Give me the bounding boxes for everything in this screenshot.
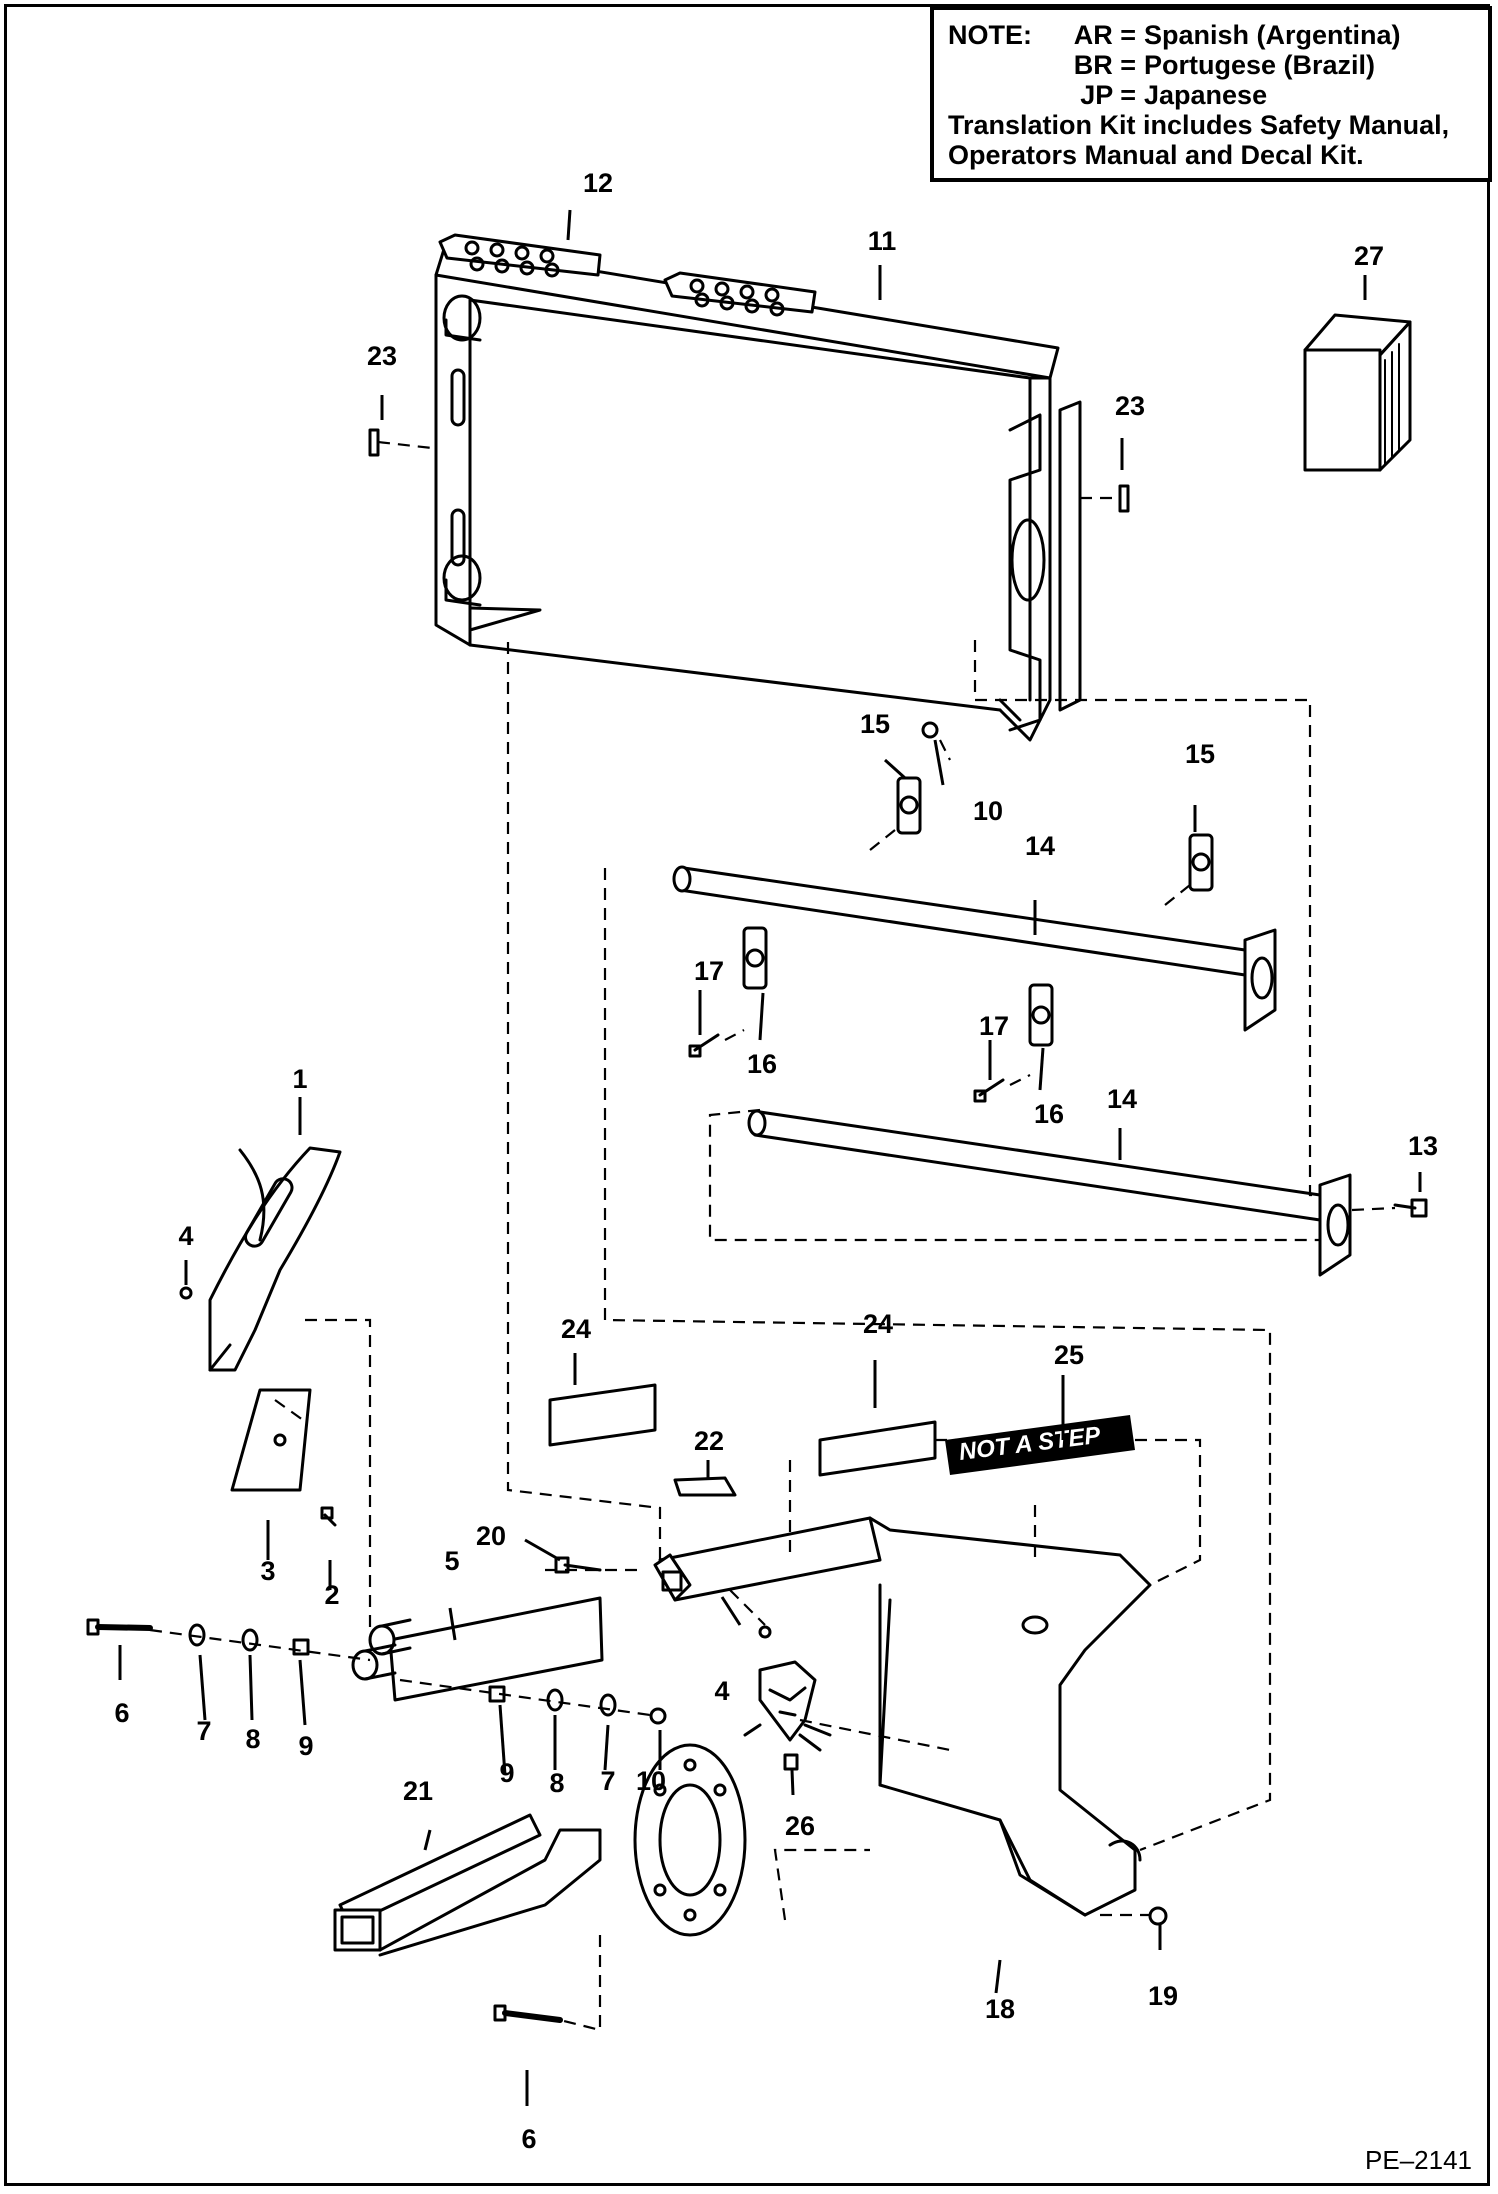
callout-14-lower: 14 [1107, 1084, 1137, 1114]
callout-7-right: 7 [600, 1766, 615, 1796]
guide-part-1 [208, 1146, 342, 1372]
shaft-part-14 [672, 865, 1352, 1277]
callout-1: 1 [292, 1064, 307, 1094]
note-code-value: Spanish (Argentina) [1144, 20, 1401, 50]
callout-14-upper: 14 [1025, 831, 1055, 861]
callout-10-top: 10 [973, 796, 1003, 826]
callout-23-left: 23 [367, 341, 397, 371]
callout-8-right: 8 [549, 1768, 564, 1798]
callout-3: 3 [260, 1556, 275, 1586]
callout-6-bottom: 6 [521, 2124, 536, 2154]
callout-21: 21 [403, 1776, 433, 1806]
note-line-2: Operators Manual and Decal Kit. [948, 140, 1364, 170]
callout-13: 13 [1408, 1131, 1438, 1161]
spacer-part-8-left [241, 1628, 259, 1652]
platform-part-18 [653, 1516, 1152, 1917]
callout-18: 18 [985, 1994, 1015, 2024]
logo-decal-part-26 [743, 1660, 832, 1771]
nut-part-19 [1148, 1906, 1168, 1926]
note-code-key: BR = [1073, 50, 1136, 80]
callout-17-right: 17 [979, 1011, 1009, 1041]
callout-23-right: 23 [1115, 391, 1145, 421]
bolt-part-13 [1393, 1198, 1428, 1218]
callout-27: 27 [1354, 241, 1384, 271]
callout-15-right: 15 [1185, 739, 1215, 769]
callout-16-right: 16 [1034, 1099, 1064, 1129]
callout-4-lower: 4 [714, 1676, 729, 1706]
plate-part-12 [438, 233, 817, 317]
bolt-part-2 [320, 1506, 337, 1527]
note-box: NOTE: AR = Spanish (Argentina) BR = Port… [930, 6, 1492, 182]
callout-25: 25 [1054, 1340, 1084, 1370]
callout-8-left: 8 [245, 1724, 260, 1754]
callout-24-left: 24 [561, 1314, 591, 1344]
translation-kit-part-27 [1303, 313, 1412, 472]
callout-leader-ticks [118, 209, 1422, 2106]
callout-9-left: 9 [298, 1731, 313, 1761]
callout-6-left: 6 [114, 1698, 129, 1728]
nut-part-4-lower [758, 1625, 772, 1639]
callout-16-left: 16 [747, 1049, 777, 1079]
decal-part-23-right [1118, 484, 1130, 513]
decal-part-24-blank [548, 1383, 657, 1447]
pivot-bolt-part-6-left [86, 1618, 153, 1636]
callout-labels: 1 2 3 4 4 5 6 6 7 7 8 8 9 9 10 10 11 12 … [114, 168, 1438, 2154]
callout-17-left: 17 [694, 956, 724, 986]
callout-5: 5 [444, 1546, 459, 1576]
nut-part-4-upper [179, 1286, 193, 1300]
callout-10-right: 10 [636, 1766, 666, 1796]
callout-15-left: 15 [860, 709, 890, 739]
not-a-step-decal-part-25: NOT A STEP [945, 1415, 1135, 1475]
callout-9-right: 9 [499, 1758, 514, 1788]
bearing-block-part-16 [742, 926, 1054, 1047]
note-title: NOTE: [948, 20, 1032, 50]
callout-22: 22 [694, 1426, 724, 1456]
pivot-bolt-part-6-bottom [493, 2004, 563, 2023]
nut-part-10-top [921, 721, 939, 739]
callout-19: 19 [1148, 1981, 1178, 2011]
callout-12: 12 [583, 168, 613, 198]
decal-part-24-danger [818, 1420, 937, 1477]
note-code-key: JP = [1080, 80, 1136, 110]
bolt-part-17 [688, 1033, 1005, 1103]
note-code-value: Japanese [1144, 80, 1268, 110]
figure-code: PE–2141 [1365, 2145, 1472, 2175]
note-code-value: Portugese (Brazil) [1144, 50, 1376, 80]
callout-7-left: 7 [196, 1716, 211, 1746]
decal-part-23-left [368, 428, 380, 457]
plate-part-3 [230, 1388, 312, 1492]
assembly-leader-lines [149, 440, 1396, 2032]
callout-20: 20 [476, 1521, 506, 1551]
page-border [4, 4, 1490, 2186]
washer-part-7-right [599, 1693, 617, 1717]
decal-part-22 [673, 1476, 737, 1497]
note-line-1: Translation Kit includes Safety Manual, [948, 110, 1450, 140]
adapter-part-21 [333, 1743, 747, 1957]
callout-26: 26 [785, 1811, 815, 1841]
bushing-part-9-left [292, 1638, 310, 1656]
lever-part-5 [351, 1596, 604, 1702]
callout-11: 11 [868, 226, 897, 256]
note-code-key: AR = [1073, 20, 1136, 50]
nut-part-10-right [649, 1707, 667, 1725]
bearing-cap-part-15 [896, 776, 1214, 892]
callout-24-right: 24 [863, 1309, 893, 1339]
mounting-frame-part-11 [434, 244, 1082, 742]
callout-2: 2 [324, 1580, 339, 1610]
callout-4-upper: 4 [178, 1221, 193, 1251]
